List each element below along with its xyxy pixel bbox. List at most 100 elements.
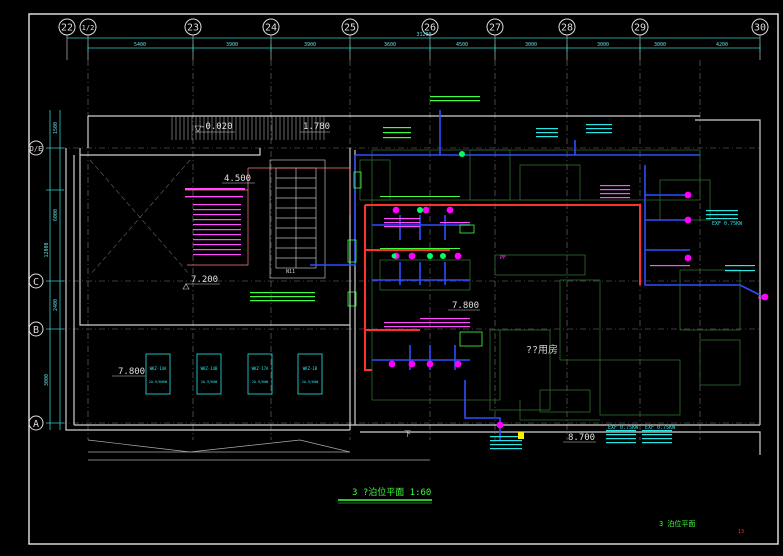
- axis-label: 30: [754, 23, 766, 34]
- axis-label: A: [33, 419, 39, 430]
- dim-top: 3900: [226, 42, 238, 48]
- stair-hatch-top: [171, 116, 325, 140]
- level-text: 7.800: [118, 367, 145, 377]
- green-annotations: [250, 96, 480, 302]
- level-marker-3: 4.500: [222, 174, 255, 184]
- level-marker-4: 7.200: [182, 275, 220, 290]
- equipment-box-2: WKZ-14B 2A-9/60W: [196, 353, 222, 395]
- diagonal-lines: [89, 159, 191, 276]
- equipment-id: WKZ-17A: [252, 366, 269, 371]
- axis-bubble-25: 25: [341, 18, 359, 36]
- axis-label: 1/2: [82, 24, 95, 32]
- axis-bubble-30: 30: [751, 18, 769, 36]
- equipment-spec: 2A-9/60W: [252, 380, 269, 384]
- level-marker-7: 8.700: [563, 433, 596, 443]
- marker-yellow: [518, 432, 524, 439]
- room-number: N11: [286, 269, 295, 275]
- red-ducts: [364, 204, 641, 371]
- dim-left: 1500: [53, 122, 59, 134]
- equipment-spec: 2A-9/60W: [201, 380, 218, 384]
- page-number: 13: [738, 529, 744, 535]
- equipment-id: WKZ-14A: [150, 366, 167, 371]
- axis-bubble-b: B: [28, 321, 44, 337]
- cyan-annotations: [490, 124, 755, 450]
- title-block: 3 ?泊位平面 1:60 3 泊位平面 13: [338, 486, 744, 535]
- axis-bubble-23: 23: [184, 18, 202, 36]
- axis-label: 23: [187, 23, 199, 34]
- equipment-group: WKZ-14A 2A-9/60KW WKZ-14B 2A-9/60W WKZ-1…: [145, 353, 323, 395]
- dim-left: 6000: [53, 209, 59, 221]
- equipment-outlines: [359, 149, 741, 421]
- dim-left: 2400: [53, 299, 59, 311]
- level-text: 7.800: [452, 301, 479, 311]
- room-label: ??用房: [526, 343, 558, 356]
- equipment-id: WKZ-14B: [201, 366, 218, 371]
- level-marker-6: 7.800: [112, 367, 145, 377]
- pink-annotations: [185, 185, 690, 328]
- level-text: 8.700: [568, 433, 595, 443]
- equipment-spec: 2A-9/60KW: [149, 380, 168, 384]
- equipment-id: WKZ-1B: [303, 366, 318, 371]
- axis-label: 28: [561, 23, 573, 34]
- ramp-bottom: [87, 439, 430, 461]
- dim-top: 3600: [384, 42, 396, 48]
- axis-bubble-27: 27: [486, 18, 504, 36]
- level-marker-5: 7.800: [448, 301, 480, 311]
- axis-bubble-de: D/E: [28, 140, 44, 156]
- dim-top: 4200: [716, 42, 728, 48]
- exf-tag-2: EXF 0.75KW: [645, 425, 676, 431]
- drawing-border: [28, 13, 779, 545]
- axis-label: B: [33, 325, 39, 336]
- axis-bubble-22: 22: [58, 18, 76, 36]
- dim-left: 12000: [44, 242, 50, 257]
- axis-bubble-28: 28: [558, 18, 576, 36]
- equipment-spec: 2A-9/60W: [302, 380, 319, 384]
- axis-bubble-29: 29: [631, 18, 649, 36]
- axis-label: C: [33, 277, 39, 288]
- dim-top: 3000: [654, 42, 666, 48]
- ac-tag: AC: [758, 295, 764, 301]
- equipment-box-3: WKZ-17A 2A-9/60W: [247, 353, 273, 395]
- axis-label: 29: [634, 23, 646, 34]
- equipment-box-1: WKZ-14A 2A-9/60KW: [145, 353, 171, 395]
- axis-label: 22: [61, 23, 73, 34]
- axis-bubble-24: 24: [262, 18, 280, 36]
- axis-bubble-1-2: 1/2: [79, 18, 97, 36]
- level-marker-2: 1.780: [300, 122, 330, 133]
- axis-left-group: D/E C B A 1500 6000 12000 2400 3000: [28, 110, 64, 431]
- level-text: 4.500: [224, 174, 251, 184]
- stair-arrow-label: 下: [404, 430, 411, 438]
- drawing-subtitle: 3 泊位平面: [659, 519, 695, 528]
- dim-left: 3000: [44, 374, 50, 386]
- equipment-box-4: WKZ-1B 2A-9/60W: [297, 353, 323, 395]
- drawing-title: 3 ?泊位平面 1:60: [352, 486, 431, 498]
- level-markers: -0.020 1.780 4.500 7.200 7.800 7.800 8.7…: [112, 122, 596, 443]
- pf-tag: PF: [500, 255, 506, 261]
- axis-bubble-a: A: [28, 415, 44, 431]
- axis-label: 25: [344, 23, 356, 34]
- center-stair: [269, 159, 326, 279]
- axis-label: 24: [265, 23, 277, 34]
- dim-top: 5400: [134, 42, 146, 48]
- dim-top: 3000: [597, 42, 609, 48]
- dim-top: 3000: [525, 42, 537, 48]
- axis-bubble-c: C: [28, 273, 44, 289]
- axis-top-group: 22 1/2 23 24 25 26 27 28: [58, 18, 769, 60]
- green-valves: [391, 151, 465, 259]
- green-boxes: [347, 171, 483, 347]
- dim-overall: 31200: [416, 32, 431, 38]
- level-text: -0.020: [200, 122, 233, 132]
- axis-label: 27: [489, 23, 501, 34]
- dimension-top: 31200 5400 3900 3900 3600 4500 3000 3000…: [67, 32, 761, 52]
- dim-top: 3900: [304, 42, 316, 48]
- exf-tag-3: EXF 0.75KW: [712, 221, 743, 227]
- diffusers: [388, 191, 769, 429]
- axis-label: 26: [424, 23, 436, 34]
- dim-top: 4500: [456, 42, 468, 48]
- exf-tag-1: EXF 0.75KW: [608, 425, 639, 431]
- level-text: 1.780: [303, 122, 330, 132]
- axis-label: D/E: [30, 145, 43, 153]
- level-text: 7.200: [191, 275, 218, 285]
- blue-pipes: [310, 110, 761, 440]
